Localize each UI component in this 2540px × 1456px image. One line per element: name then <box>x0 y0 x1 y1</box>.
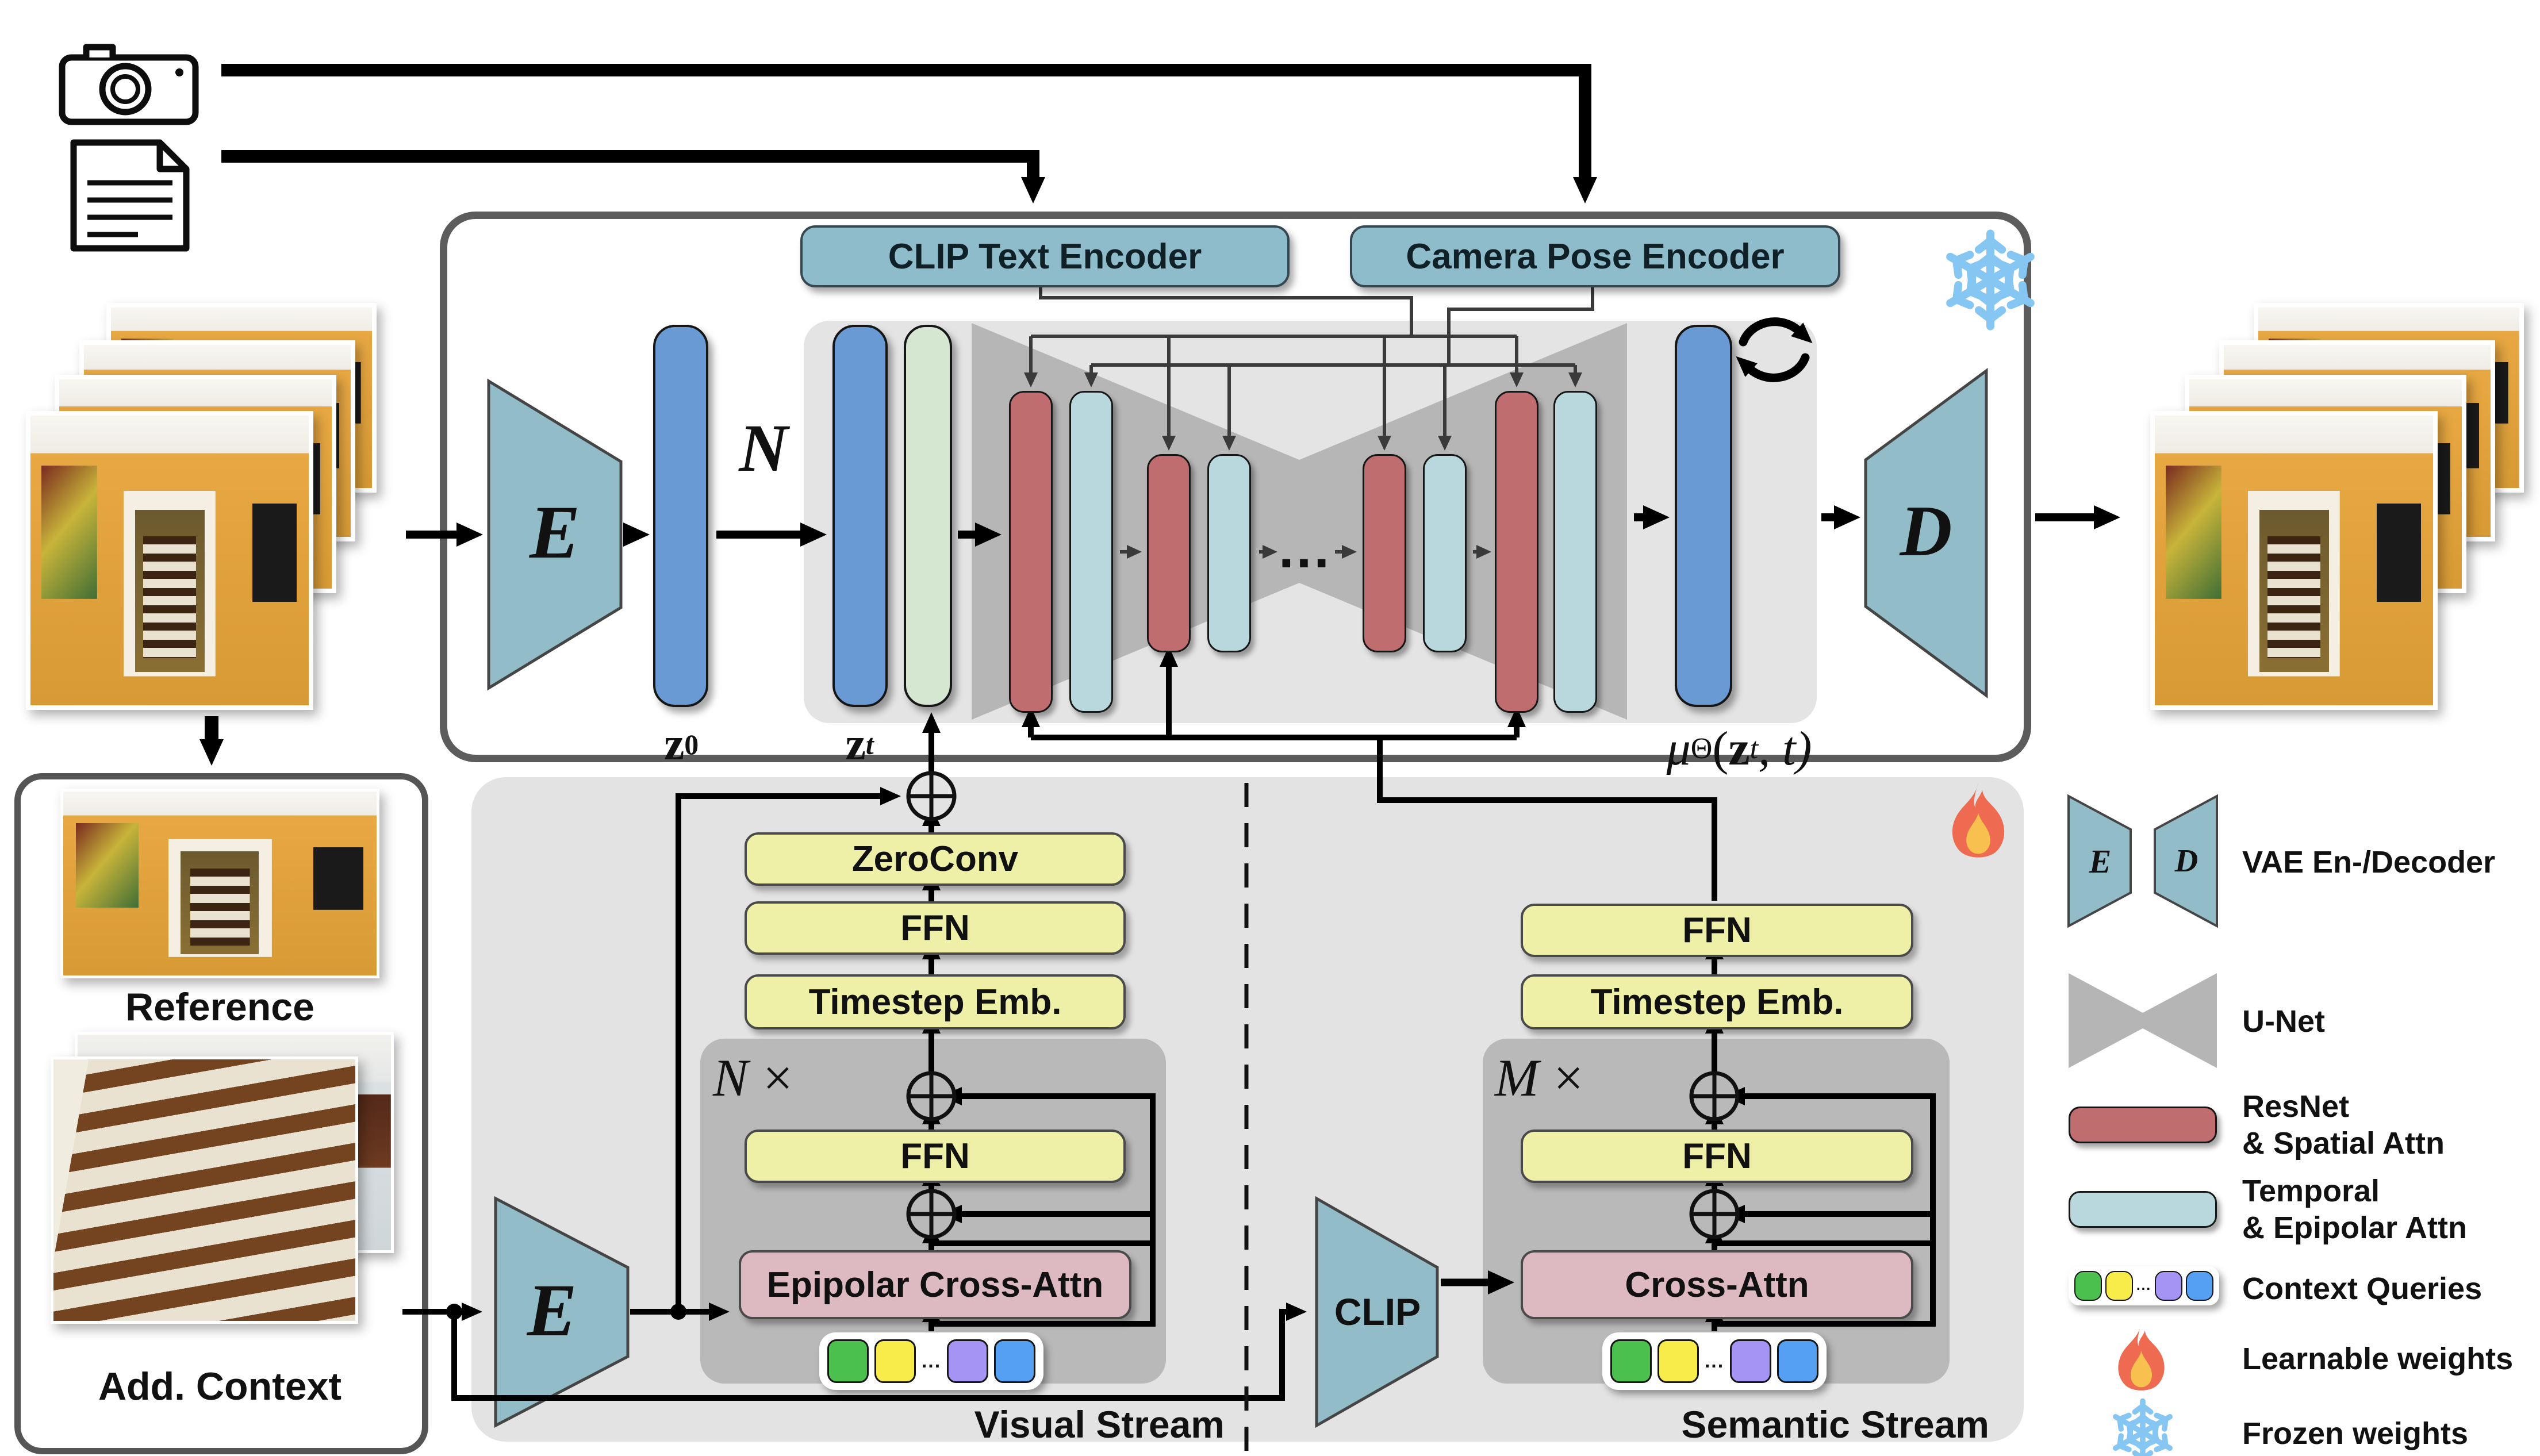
semantic-to-unet-wires <box>1022 646 1717 901</box>
visual-encoder-letter: E <box>527 1269 577 1352</box>
legend-vae-icons <box>2067 794 2218 928</box>
legend-label-resnet: ResNet & Spatial Attn <box>2242 1089 2445 1161</box>
query-chip-yellow <box>2105 1271 2133 1301</box>
query-chip-blue <box>994 1339 1036 1383</box>
clip-encoder-letter: CLIP <box>1334 1290 1421 1333</box>
resnet-spatial-bar <box>1009 391 1053 713</box>
clip-text-encoder: CLIP Text Encoder <box>800 225 1290 287</box>
ffn-block: FFN <box>1521 1130 1913 1183</box>
output-views-photo <box>2150 411 2438 710</box>
condition-bar <box>904 325 952 707</box>
input-views-photo <box>26 411 313 710</box>
legend-unet-icon <box>2069 973 2217 1068</box>
visual-stream-wires <box>402 712 1307 1401</box>
flow-arrows <box>406 505 2120 547</box>
context-label: Add. Context <box>98 1365 342 1408</box>
cross-attn-block: Cross-Attn <box>1521 1250 1913 1319</box>
sum-nodes <box>906 771 1740 1239</box>
query-dots: ... <box>2136 1278 2151 1293</box>
legend-label-temporal: Temporal & Epipolar Attn <box>2242 1174 2467 1245</box>
context-queries-pill: ... <box>819 1332 1043 1390</box>
latent-z0-bar <box>653 325 708 707</box>
learnable-icon <box>1952 782 2005 858</box>
legend-encoder-letter: E <box>2089 842 2112 880</box>
temporal-epipolar-bar <box>1553 391 1597 713</box>
denoise-loop-icon <box>1736 317 1813 382</box>
vae-encoder-trapezoid <box>487 378 623 691</box>
camera-pose-input-line <box>221 64 1597 203</box>
timestep-emb-block: Timestep Emb. <box>1521 974 1913 1029</box>
camera-pose-encoder: Camera Pose Encoder <box>1350 225 1840 287</box>
frozen-icon <box>1944 233 2036 326</box>
resnet-spatial-bar <box>1495 391 1538 713</box>
encoder-to-unet-wires <box>1024 284 1594 451</box>
ffn-block: FFN <box>1521 904 1913 957</box>
query-chip-purple <box>947 1339 989 1383</box>
latent-zt-bar <box>832 325 888 707</box>
query-chip-purple <box>2155 1271 2182 1301</box>
vae-decoder-trapezoid <box>1864 368 1988 698</box>
vae-encoder-letter: E <box>529 489 581 574</box>
legend-learnable-icon <box>2118 1323 2165 1390</box>
legend-resnet-bar <box>2069 1107 2217 1143</box>
query-chip-blue <box>2186 1271 2213 1301</box>
query-chip-green <box>2074 1271 2102 1301</box>
temporal-epipolar-bar <box>1423 454 1467 652</box>
n-times-label: N × <box>713 1048 793 1107</box>
camera-icon <box>59 44 199 125</box>
context-queries-pill: ... <box>1602 1332 1827 1390</box>
legend-frozen-icon <box>2112 1401 2174 1456</box>
resnet-spatial-bar <box>1363 454 1406 652</box>
query-chip-blue <box>1777 1339 1819 1383</box>
legend-label-frozen: Frozen weights <box>2242 1416 2469 1451</box>
query-dots: ... <box>1704 1350 1725 1372</box>
context-photo-stairs <box>51 1057 358 1324</box>
legend-label-learnable: Learnable weights <box>2242 1342 2514 1376</box>
query-chip-yellow <box>874 1339 916 1383</box>
visual-encoder-trapezoid <box>494 1196 630 1428</box>
epipolar-cross-attn-block: Epipolar Cross-Attn <box>739 1250 1131 1319</box>
query-chip-green <box>1610 1339 1652 1383</box>
reference-label: Reference <box>125 985 314 1029</box>
legend-decoder-letter: D <box>2174 843 2198 879</box>
temporal-epipolar-bar <box>1207 454 1251 652</box>
query-chip-green <box>827 1339 869 1383</box>
legend-queries-pill: ... <box>2069 1266 2219 1305</box>
temporal-epipolar-bar <box>1069 391 1113 713</box>
document-icon <box>70 139 190 252</box>
clip-encoder-trapezoid <box>1315 1196 1439 1428</box>
semantic-stream-wires <box>1441 939 1936 1331</box>
text-input-line <box>221 150 1045 203</box>
query-dots: ... <box>921 1350 942 1372</box>
query-chip-purple <box>1730 1339 1772 1383</box>
query-chip-yellow <box>1657 1339 1699 1383</box>
m-times-label: M × <box>1495 1048 1584 1107</box>
vae-decoder-letter: D <box>1900 491 1952 571</box>
denoised-latent-bar <box>1675 325 1732 707</box>
visual-stream-title: Visual Stream <box>974 1403 1225 1446</box>
legend-temporal-bar <box>2069 1191 2217 1228</box>
noise-label: N <box>739 410 788 486</box>
reference-photo <box>60 789 379 978</box>
timestep-emb-block: Timestep Emb. <box>745 974 1126 1029</box>
legend-label-unet: U-Net <box>2242 1004 2325 1039</box>
zeroconv-block: ZeroConv <box>745 832 1126 886</box>
legend-label-vae: VAE En-/Decoder <box>2242 845 2496 879</box>
ffn-block: FFN <box>745 1130 1126 1183</box>
ffn-block: FFN <box>745 901 1126 955</box>
resnet-spatial-bar <box>1147 454 1191 652</box>
unet-middle-dots: ... <box>1278 518 1332 579</box>
legend-label-queries: Context Queries <box>2242 1271 2483 1306</box>
semantic-stream-title: Semantic Stream <box>1681 1403 1989 1446</box>
